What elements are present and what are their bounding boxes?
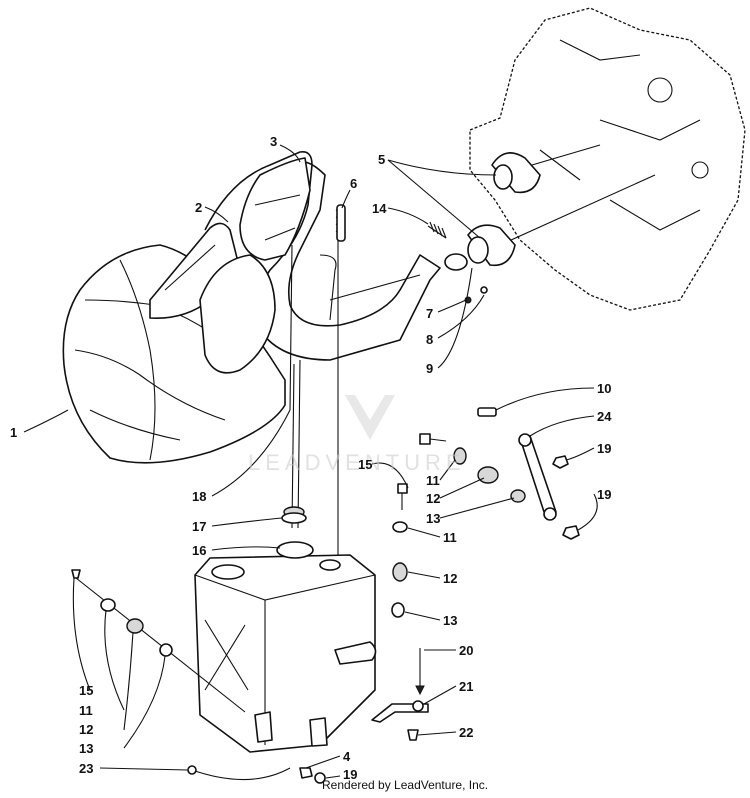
watermark-text: LEADVENTURE — [248, 450, 466, 475]
callout-labels: 1 2 3 5 6 14 7 8 9 10 24 19 19 15 11 12 … — [10, 134, 612, 782]
callout-19b: 19 — [597, 487, 611, 502]
springs — [335, 204, 447, 242]
callout-8: 8 — [426, 332, 433, 347]
callout-12c: 12 — [79, 722, 93, 737]
callout-16: 16 — [192, 543, 206, 558]
callout-10: 10 — [597, 381, 611, 396]
callout-14: 14 — [372, 201, 387, 216]
callout-12a: 12 — [426, 491, 440, 506]
grommet — [281, 506, 307, 524]
callout-18: 18 — [192, 489, 206, 504]
watermark: LEADVENTURE — [248, 395, 466, 475]
clamp — [371, 648, 429, 741]
silencer-box — [194, 541, 377, 753]
callout-11b: 11 — [443, 530, 457, 545]
callout-15b: 15 — [79, 683, 93, 698]
callout-9: 9 — [426, 361, 433, 376]
left-hardware — [71, 569, 246, 713]
callout-22: 22 — [459, 725, 473, 740]
exhaust-manifold — [444, 144, 656, 271]
callout-13a: 13 — [426, 511, 440, 526]
callout-23: 23 — [79, 761, 93, 776]
callout-4: 4 — [343, 749, 351, 764]
footer-credit: Rendered by LeadVenture, Inc. — [322, 778, 489, 792]
callout-5: 5 — [378, 152, 385, 167]
callout-19c: 19 — [343, 767, 357, 782]
callout-11c: 11 — [79, 703, 93, 718]
expansion-chamber — [199, 150, 441, 374]
callout-21: 21 — [459, 679, 473, 694]
callout-3: 3 — [270, 134, 277, 149]
leader-lines — [23, 144, 598, 779]
callout-1: 1 — [10, 425, 17, 440]
callout-17: 17 — [192, 519, 206, 534]
callout-7: 7 — [426, 306, 433, 321]
sensor-wire — [187, 765, 326, 784]
callout-13b: 13 — [443, 613, 457, 628]
callout-12b: 12 — [443, 571, 457, 586]
callout-11a: 11 — [426, 473, 440, 488]
callout-2: 2 — [195, 200, 202, 215]
mounting-bracket — [391, 407, 580, 618]
engine-outline — [469, 7, 746, 311]
callout-24: 24 — [597, 409, 612, 424]
callout-20: 20 — [459, 643, 473, 658]
callout-6: 6 — [350, 176, 357, 191]
callout-13c: 13 — [79, 741, 93, 756]
callout-19a: 19 — [597, 441, 611, 456]
hanger-rods — [289, 240, 339, 565]
callout-15a: 15 — [358, 457, 372, 472]
